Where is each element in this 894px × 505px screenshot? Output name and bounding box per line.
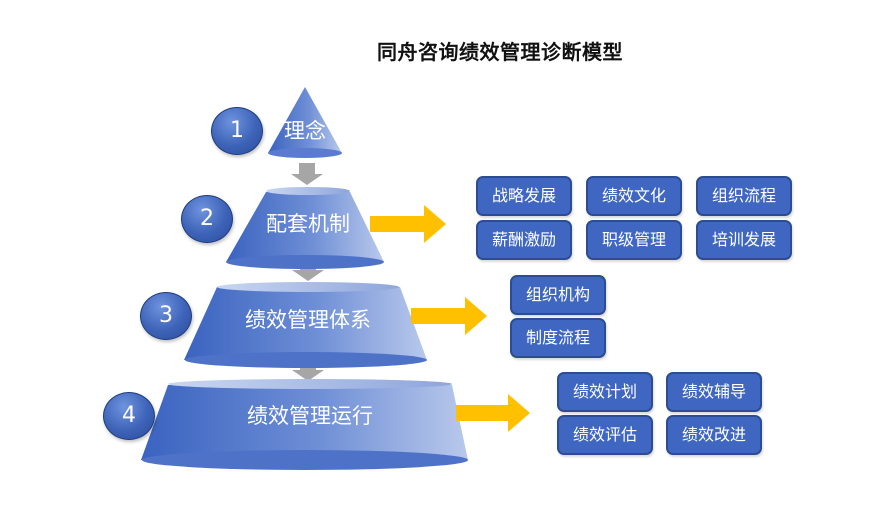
item-box: 制度流程 [510,318,606,358]
tier-4-number: 4 [103,392,155,440]
tier-1-shape [268,87,342,158]
item-box: 培训发展 [696,220,792,260]
tier-3-shape [184,282,427,368]
item-box: 组织机构 [510,275,606,315]
item-box: 绩效改进 [666,415,762,455]
right-arrow-3 [411,297,487,335]
tier-3-number: 3 [140,292,192,340]
tier-2-shape [226,187,384,269]
diagram-title: 同舟咨询绩效管理诊断模型 [377,40,623,64]
item-box: 组织流程 [696,176,792,216]
tier-4-label: 绩效管理运行 [247,404,373,428]
item-box: 绩效评估 [557,415,653,455]
item-box: 绩效计划 [557,372,653,412]
item-box: 绩效文化 [586,176,682,216]
tier-2-label: 配套机制 [266,212,350,236]
item-box: 战略发展 [476,176,572,216]
tier-1-label: 理念 [284,119,326,143]
right-arrow-2 [370,205,446,243]
tier-1-number: 1 [211,107,263,155]
tier-3-label: 绩效管理体系 [245,308,371,332]
tier-2-number: 2 [181,195,233,243]
down-arrow-1 [291,163,323,185]
item-box: 绩效辅导 [666,372,762,412]
right-arrow-4 [456,394,530,432]
item-box: 薪酬激励 [476,220,572,260]
item-box: 职级管理 [586,220,682,260]
tier-4-shape [141,379,468,470]
